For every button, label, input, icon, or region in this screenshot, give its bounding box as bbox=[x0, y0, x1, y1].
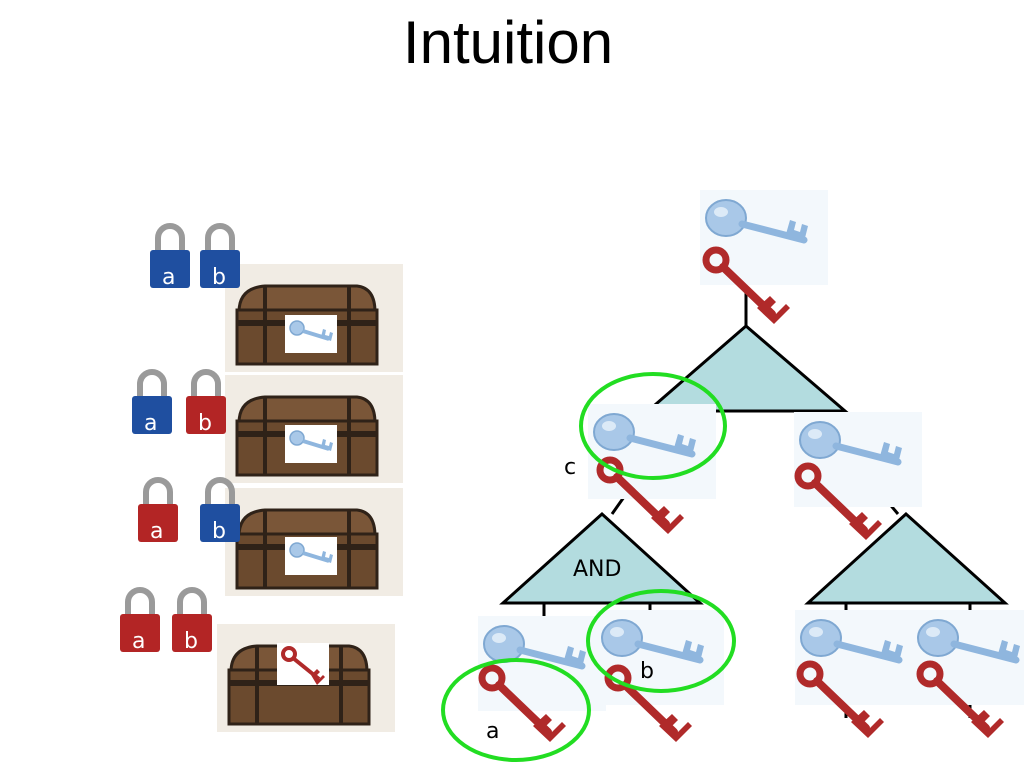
lock-row-4: a b bbox=[120, 590, 397, 734]
and-gate-label: AND bbox=[573, 557, 621, 582]
blue-key-icon bbox=[283, 535, 339, 577]
leaf-label-b: b bbox=[640, 659, 654, 684]
highlight-ring-c bbox=[579, 372, 727, 480]
lock-label: a bbox=[144, 411, 157, 436]
lock-label: a bbox=[132, 629, 145, 654]
lock-label: b bbox=[212, 519, 226, 544]
highlight-ring-a bbox=[441, 658, 591, 762]
lock-label: a bbox=[150, 519, 163, 544]
slide-title: Intuition bbox=[402, 9, 614, 76]
blue-key-icon bbox=[795, 610, 923, 705]
lock-row-3: a b bbox=[138, 480, 405, 598]
blue-key-icon bbox=[283, 313, 339, 355]
lock-label: b bbox=[198, 411, 212, 436]
right-gate bbox=[804, 511, 1009, 605]
lock-row-1: a b bbox=[150, 226, 405, 374]
leaf-label-a: a bbox=[486, 719, 499, 744]
lock-label: b bbox=[212, 265, 226, 290]
highlight-ring-b bbox=[586, 589, 736, 693]
blue-key-icon bbox=[794, 412, 922, 507]
lock-label: a bbox=[162, 265, 175, 290]
red-key-icon bbox=[275, 641, 331, 687]
and-gate bbox=[499, 511, 704, 605]
lock-row-2: a b bbox=[132, 372, 405, 485]
blue-key-icon bbox=[588, 404, 716, 499]
root-gate bbox=[643, 324, 850, 413]
blue-key-icon bbox=[912, 610, 1024, 705]
lock-label: b bbox=[184, 629, 198, 654]
blue-key-icon bbox=[283, 423, 339, 465]
wire-label-c: c bbox=[564, 455, 576, 480]
